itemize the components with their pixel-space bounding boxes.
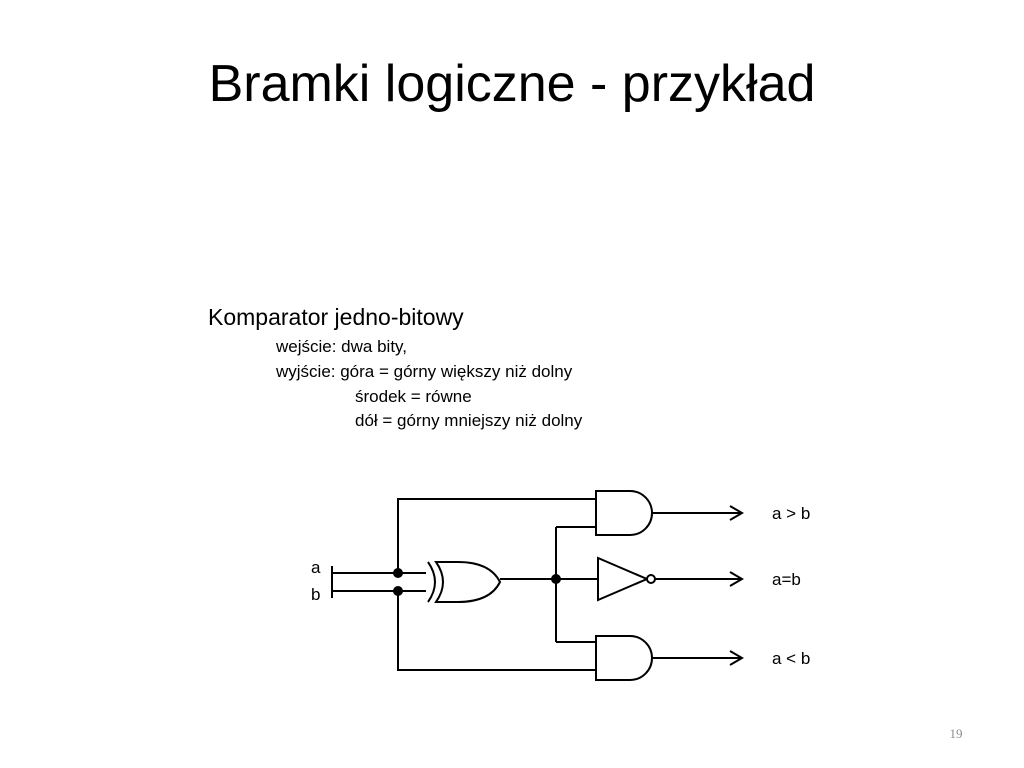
description-output-line: wyjście: góra = górny większy niż dolny	[276, 362, 573, 381]
xnor-gate	[427, 561, 502, 603]
output-label-greater: a > b	[772, 504, 810, 523]
and-gate-top	[595, 490, 653, 536]
description-bottom-line: dół = górny mniejszy niż dolny	[355, 411, 583, 430]
arrow-less-icon	[729, 650, 744, 666]
page-number: 19	[949, 726, 963, 741]
not-gate	[597, 556, 656, 602]
figure-heading: Komparator jedno-bitowy	[208, 304, 464, 330]
junction-dot-a	[393, 568, 403, 578]
output-label-equal: a=b	[772, 570, 801, 589]
and-gate-bottom	[595, 635, 653, 681]
description-input-line: wejście: dwa bity,	[276, 337, 408, 356]
comparator-figure: Komparator jedno-bitowy wejście: dwa bit…	[190, 290, 850, 710]
comparator-circuit-diagram: a b a > b a=b a < b	[311, 490, 810, 681]
junction-dot-b	[393, 586, 403, 596]
input-label-b: b	[311, 585, 320, 604]
output-label-less: a < b	[772, 649, 810, 668]
input-label-a: a	[311, 558, 321, 577]
slide-title: Bramki logiczne - przykład	[208, 55, 816, 113]
wire-b-to-bottom-and	[397, 591, 596, 671]
arrow-equal-icon	[729, 571, 744, 587]
wire-a-to-top-and	[397, 498, 596, 573]
arrow-greater-icon	[729, 505, 744, 521]
junction-dot-bus	[551, 574, 561, 584]
description-middle-line: środek = równe	[355, 387, 472, 406]
